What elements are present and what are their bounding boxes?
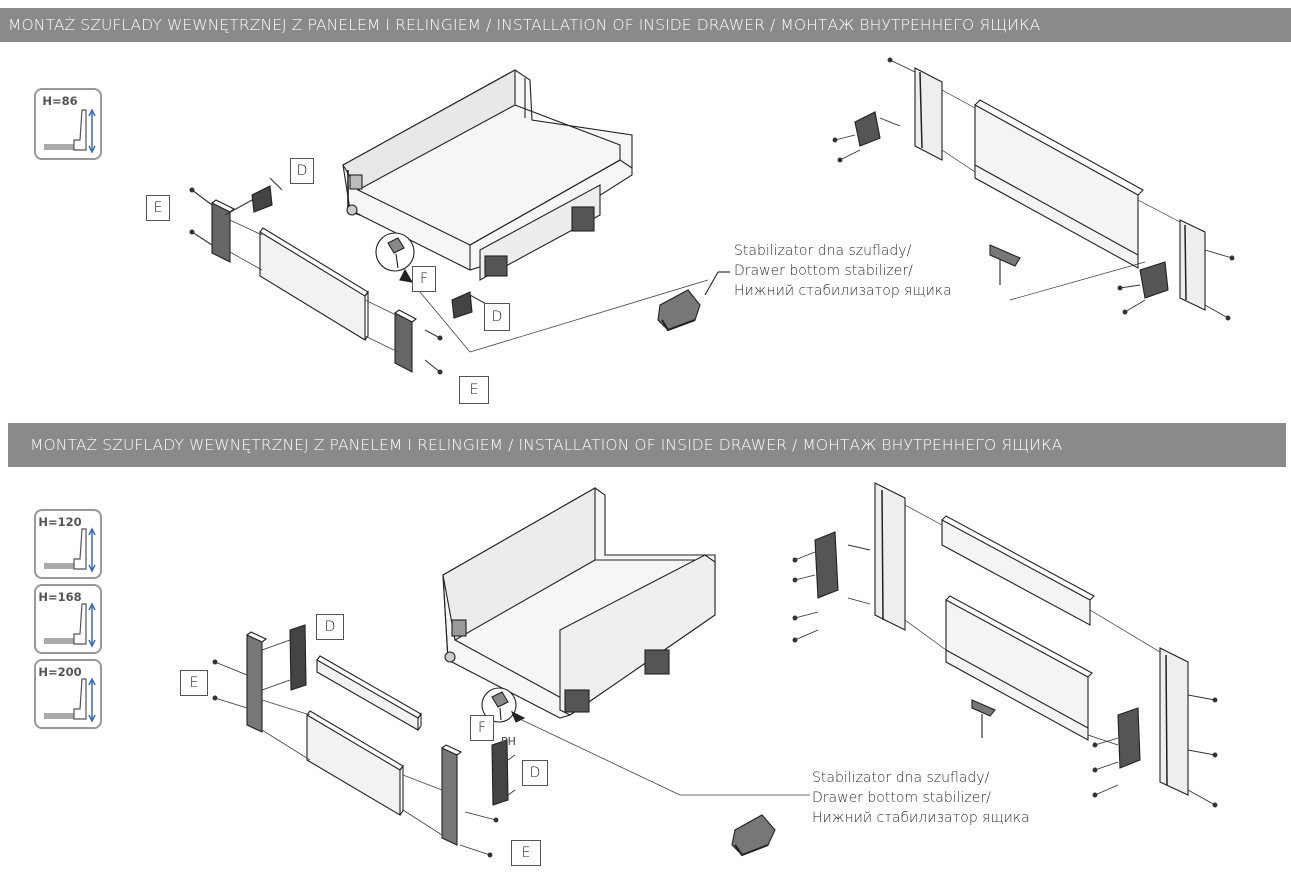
stabilizer-caption-en: Drawer bottom stabilizer/: [734, 263, 913, 279]
label-d-bottom: D: [484, 303, 510, 331]
rail-screws-2: [792, 504, 1218, 808]
section1-diagram: [189, 57, 1235, 375]
height-badge-h120: H=120: [34, 509, 102, 579]
rail-assembly-exploded-2: [814, 482, 1189, 796]
front-panel-tall: [306, 710, 404, 816]
bracket-right: [451, 291, 473, 319]
height-badge-h168: H=168: [34, 584, 102, 654]
screws-2: [212, 639, 516, 858]
section2-title-bar: MONTAŻ SZUFLADY WEWNĘTRZNEJ Z PANELEM I …: [8, 423, 1286, 467]
height-label: H=86: [42, 94, 78, 108]
stabilizer-caption-1: Stabilizator dna szuflady/ Drawer bottom…: [734, 241, 952, 301]
drawer-side-profile-icon: [44, 108, 96, 154]
drawer-side-profile-icon: [44, 602, 96, 648]
label-ph: PH: [501, 735, 516, 748]
height-label: H=200: [38, 665, 82, 679]
stabilizer-detail-circle: [375, 232, 415, 283]
section1-title-bar: MONTAŻ SZUFLADY WEWNĘTRZNEJ Z PANELEM I …: [0, 8, 1291, 42]
drawer-side-profile-icon: [44, 677, 96, 723]
label-e-left: E: [146, 195, 170, 221]
bracket-left-2: [289, 624, 307, 691]
height-label: H=168: [38, 590, 82, 604]
height-label: H=120: [38, 515, 82, 529]
side-profile-right: [394, 309, 418, 373]
drawer-side-profile-icon: [44, 527, 96, 573]
label-d-top: D: [290, 158, 314, 184]
bracket-right-2: [491, 739, 509, 806]
front-panel-small: [259, 227, 369, 341]
stabilizer-enlarged-2: [731, 814, 776, 857]
rail-screws: [832, 57, 1235, 321]
stabilizer-caption-en: Drawer bottom stabilizer/: [812, 790, 991, 806]
section2-title: MONTAŻ SZUFLADY WEWNĘTRZNEJ Z PANELEM I …: [30, 436, 1063, 454]
stabilizer-caption-pl: Stabilizator dna szuflady/: [812, 770, 990, 786]
stabilizer-detail-circle-2: [481, 687, 526, 723]
assembly-guides: [229, 219, 709, 353]
stabilizer-enlarged: [657, 271, 730, 332]
side-profile-right-2: [441, 744, 463, 846]
label-d-bottom-2: D: [522, 760, 548, 786]
bracket-left: [251, 185, 273, 213]
stabilizer-caption-2: Stabilizator dna szuflady/ Drawer bottom…: [812, 768, 1030, 828]
screws: [189, 177, 489, 375]
height-badge-h86: H=86: [34, 88, 102, 160]
stabilizer-caption-ru: Нижний стабилизатор ящика: [812, 810, 1030, 826]
drawer-box-small: [342, 69, 633, 281]
drawer-box-tall: [442, 487, 716, 719]
stabilizer-caption-ru: Нижний стабилизатор ящика: [734, 283, 952, 299]
label-e-bottom: E: [459, 376, 489, 404]
label-f-2: F: [470, 715, 494, 741]
relining-rail-left: [316, 655, 422, 731]
side-profile-left-2: [246, 631, 268, 733]
section1-title: MONTAŻ SZUFLADY WEWNĘTRZNEJ Z PANELEM I …: [8, 16, 1041, 34]
stabilizer-caption-pl: Stabilizator dna szuflady/: [734, 243, 912, 259]
rail-assembly-exploded: [854, 67, 1206, 311]
assembly-guides-2: [261, 699, 810, 836]
label-e-left-2: E: [180, 670, 208, 696]
label-e-bottom-2: E: [511, 840, 541, 866]
label-d-top-2: D: [316, 614, 344, 640]
label-f: F: [412, 266, 436, 292]
height-badge-h200: H=200: [34, 659, 102, 729]
